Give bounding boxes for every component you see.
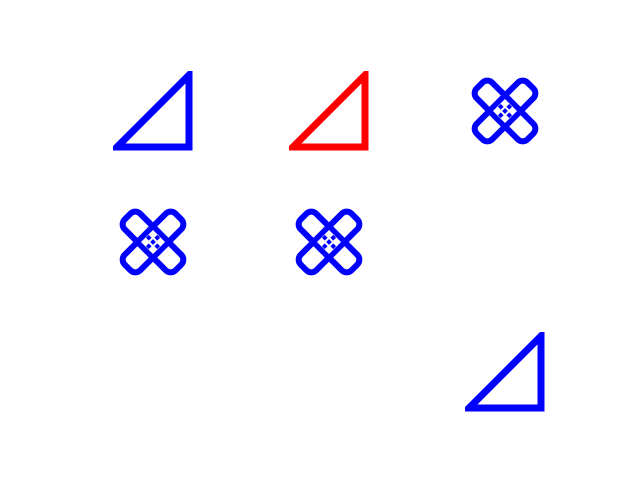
triangle-icon	[465, 332, 545, 412]
grid-cell-r1-c1	[289, 202, 369, 282]
triangle-icon	[113, 71, 193, 151]
grid-cell-r0-c1	[289, 71, 369, 151]
bandage-icon	[465, 71, 545, 151]
grid-cell-r2-c2	[465, 332, 545, 412]
triangle-icon	[289, 71, 369, 151]
grid-cell-r0-c2	[465, 71, 545, 151]
grid-cell-r1-c0	[113, 202, 193, 282]
bandage-icon	[113, 202, 193, 282]
bandage-icon	[289, 202, 369, 282]
grid-cell-r0-c0	[113, 71, 193, 151]
